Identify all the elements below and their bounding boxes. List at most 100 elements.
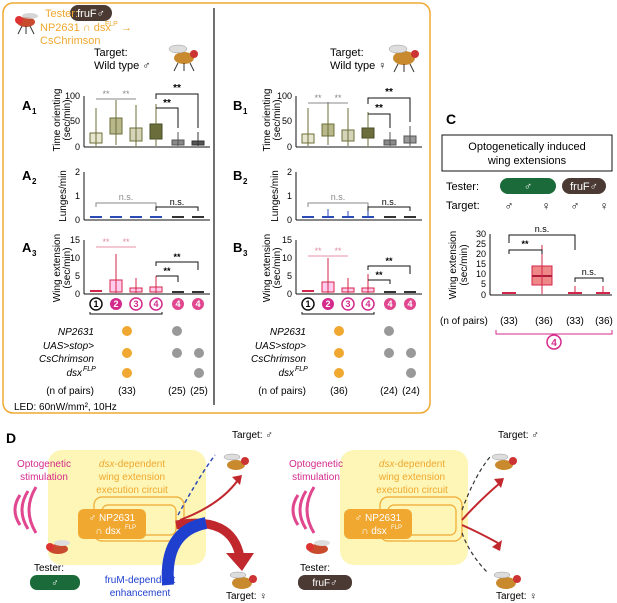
d-right-arrow-female [461,524,499,544]
b-group-markers: 1 2 3 4 4 4 [301,297,416,315]
a3-sub: 3 [32,249,37,258]
a1-label: A [22,98,32,113]
tester-badge [70,5,112,21]
b2-tick: 2 [287,167,292,177]
d-left-badge-text: ♂ [51,578,59,589]
d-right-arrow-male [461,482,501,521]
svg-text:4: 4 [387,299,392,309]
c-title-1: Optogenetically induced [468,141,585,153]
b1-sig-black: ** ** [367,87,411,128]
d-left-target-male-fly-icon [223,453,249,470]
b2-ylabel: Lunges/min [270,170,281,222]
a3-significance: ** ** ** ** [96,237,199,282]
a-row-cschrimson: CsChrimson [39,354,94,365]
svg-text:4: 4 [195,299,200,309]
svg-text:n.s.: n.s. [382,197,397,207]
d-right-np-1: ♂ NP2631 [355,513,402,524]
d-right-target-male-fly-icon [491,453,517,470]
a2-ylabel: Lunges/min [58,170,69,222]
tester-line1: NP2631 ∩ dsx [40,22,111,34]
a-target-fly-icon [168,44,198,72]
d-left-fru-1: fruM-dependent [105,575,176,586]
d-left-opto-1: Optogenetic [17,459,71,470]
d-left-target-female: Target: ♀ [226,591,267,602]
c-ylabel-1: Wing extension [448,231,459,299]
c-title-box [441,134,613,172]
d-left-target-female-fly-icon [229,571,257,589]
c-group-text: 4 [551,338,557,349]
b3-tick: 0 [287,289,292,299]
b-row-np2631: NP2631 [270,327,306,338]
b1-label: B [233,98,242,113]
a-n1: (33) [118,386,136,397]
svg-text:**: ** [334,246,342,256]
d-right-np-box [344,509,412,539]
b-n1: (36) [330,386,348,397]
b-npairs-label: (n of pairs) [258,386,306,397]
svg-text:n.s.: n.s. [535,224,550,234]
svg-text:1: 1 [93,299,98,309]
c-boxes [502,245,610,294]
d-left-badge [30,575,80,590]
svg-text:**: ** [375,103,383,114]
c-target-label: Target: [446,200,480,212]
tester-fly-icon [15,13,38,35]
b1-tick: 50 [282,116,292,126]
svg-text:**: ** [314,246,322,256]
b1-boxes [301,102,417,146]
svg-text:**: ** [173,252,181,262]
c-badge-fruf [562,178,606,194]
a3-label: A [22,240,32,255]
svg-text:4: 4 [365,299,370,309]
c-n: (36) [535,316,553,327]
d-left-circuit-2: wing extension [98,472,165,483]
b3-ylabel-1: Wing extension [262,234,273,302]
svg-text:**: ** [173,83,181,94]
svg-text:n.s.: n.s. [170,197,185,207]
c-badge-male-text: ♂ [524,181,532,193]
svg-text:4: 4 [407,299,412,309]
tester-arrow: → [121,22,132,34]
c-ticks: 30 25 20 15 10 5 0 [476,229,486,300]
d-left-fru-2: enhancement [110,588,171,599]
d-right-circuit-1: dsx-dependent [379,459,445,470]
b-row-uas: UAS>stop> [255,341,306,352]
svg-text:15: 15 [476,259,486,269]
b-row-cschrimson: CsChrimson [251,354,306,365]
a3-tick: 10 [70,253,80,263]
a3-tick: 5 [75,271,80,281]
d-left-enhancement-arrow [161,517,208,586]
d-left-opto-2: stimulation [20,472,68,483]
svg-text:4: 4 [153,299,158,309]
b3-tick: 5 [287,271,292,281]
d-left-circuit-1: dsx-dependent [99,459,165,470]
b3-boxes [302,258,416,293]
b1-tick: 0 [287,142,292,152]
c-title-2: wing extensions [487,155,567,167]
d-right-np-2: ∩ dsx [361,526,387,537]
d-right-badge-text: fruF♂ [312,578,337,589]
b1-ylabel-2: (sec/min) [272,99,283,140]
a1-tick: 100 [65,91,80,101]
b3-label: B [233,240,242,255]
panel-d-figure: D Optogenetic stimulation dsx-dependent … [6,430,539,602]
a1-tick: 0 [75,142,80,152]
a2-tick: 2 [75,167,80,177]
a1-ylabel-2: (sec/min) [62,99,73,140]
d-left-np-box [78,509,146,539]
d-right-opto-2: stimulation [292,472,340,483]
c-n: (33) [500,316,518,327]
d-left-arrow-male [179,479,239,521]
d-left-np-2: ∩ dsx [95,526,121,537]
c-bracket [495,330,613,335]
b2-tick: 1 [287,191,292,201]
a2-sub: 2 [32,177,37,186]
b3-tick: 10 [282,253,292,263]
svg-text:**: ** [334,93,342,103]
svg-text:10: 10 [476,269,486,279]
d-right-badge [298,575,352,590]
svg-text:**: ** [385,87,393,98]
c-target: ♂ [571,199,580,213]
c-significance: n.s. ** n.s. [508,224,604,282]
b2-sub: 2 [243,177,248,186]
